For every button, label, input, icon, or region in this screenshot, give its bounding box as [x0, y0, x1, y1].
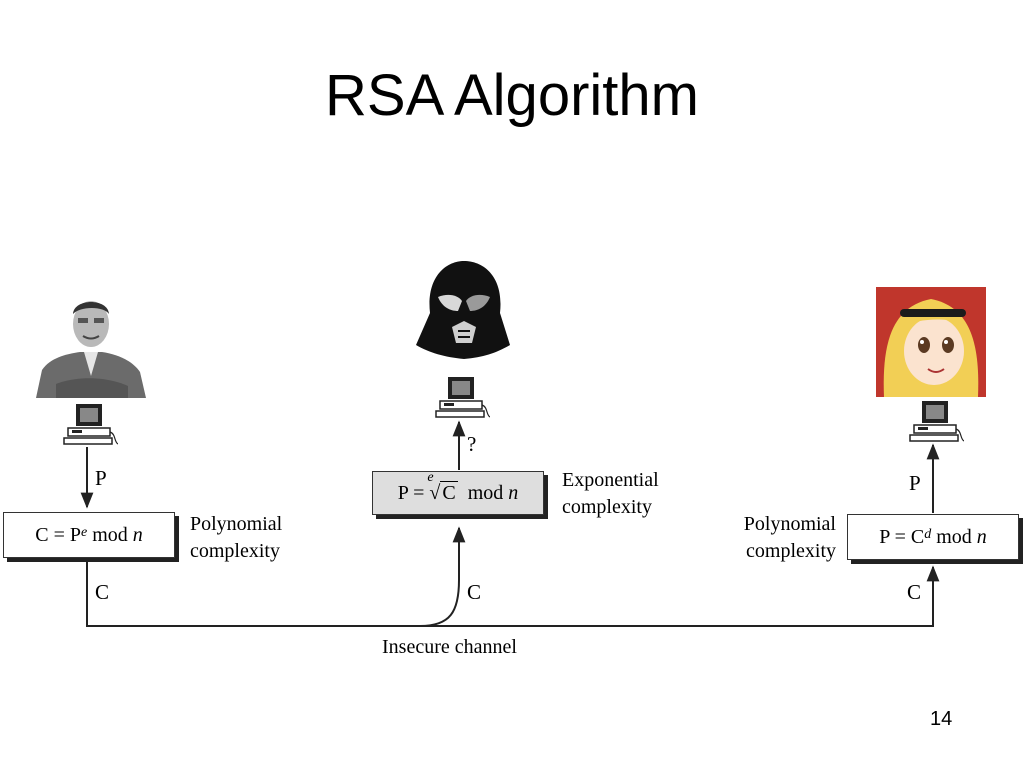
radicand: C — [440, 480, 458, 504]
sender-ciphertext-label: C — [95, 580, 110, 604]
encryption-modulus: n — [132, 523, 143, 546]
eavesdrop-complexity-line2: complexity — [562, 496, 652, 518]
root-index: e — [427, 469, 434, 485]
decryption-exponent: d — [924, 527, 932, 542]
insecure-channel-line — [86, 562, 940, 627]
attack-mod: mod — [457, 481, 509, 504]
receiver-complexity-line1: Polynomial — [743, 513, 836, 535]
eavesdropper-computer-icon — [435, 377, 490, 418]
eavesdrop-complexity-note: Exponential complexity — [562, 467, 659, 521]
sender-complexity-line1: Polynomial — [190, 513, 283, 535]
encryption-lhs: C = P — [35, 523, 81, 546]
encryption-exponent: e — [80, 525, 88, 540]
receiver-ciphertext-label: C — [907, 580, 922, 604]
attack-modulus: n — [508, 481, 519, 504]
receiver-plaintext-label: P — [909, 471, 921, 495]
attack-lhs: P = — [397, 481, 430, 504]
sender-computer-icon — [63, 404, 118, 445]
insecure-channel-label: Insecure channel — [382, 636, 517, 658]
eavesdrop-branch-line — [419, 526, 466, 627]
receiver-complexity-note: Polynomial complexity — [726, 511, 836, 565]
receiver-complexity-line2: complexity — [746, 540, 836, 562]
sender-plaintext-label: P — [95, 466, 107, 490]
slide-title: RSA Algorithm — [325, 63, 699, 128]
receiver-computer-icon — [909, 401, 964, 442]
cartoon-girl-portrait — [876, 287, 986, 397]
decryption-mod: mod — [931, 525, 977, 548]
sender-complexity-note: Polynomial complexity — [190, 511, 282, 565]
nth-root: e √C — [427, 470, 458, 505]
man-portrait — [36, 288, 146, 398]
eavesdrop-question-label: ? — [467, 432, 477, 456]
decryption-modulus: n — [976, 525, 987, 548]
dark-helmet — [408, 257, 518, 367]
decryption-lhs: P = C — [879, 525, 925, 548]
decryption-attack-formula-box: P = e √C mod n — [372, 470, 544, 515]
radical-sign-icon: √ — [429, 481, 441, 504]
sender-complexity-line2: complexity — [190, 540, 280, 562]
page-number: 14 — [930, 708, 953, 730]
encryption-mod: mod — [87, 523, 133, 546]
eavesdrop-complexity-line1: Exponential — [562, 469, 659, 491]
eavesdrop-ciphertext-label: C — [467, 580, 482, 604]
